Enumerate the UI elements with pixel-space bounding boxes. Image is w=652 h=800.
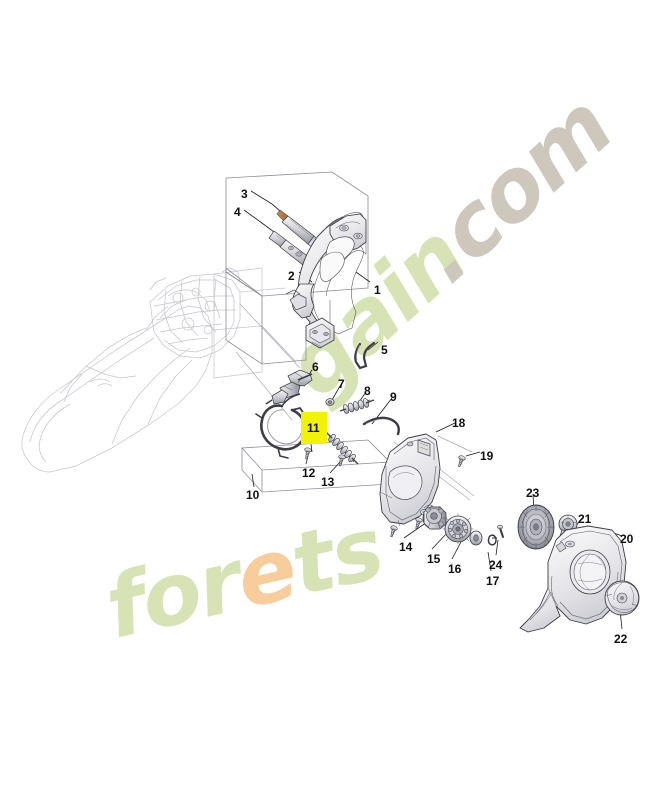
part-7-bushing — [325, 398, 335, 406]
part-23-flywheel — [517, 504, 555, 550]
callout-19[interactable]: 19 — [480, 449, 494, 463]
part-22-fan-cover — [604, 580, 640, 616]
part-19-screw — [455, 454, 467, 468]
callout-3[interactable]: 3 — [241, 187, 248, 201]
callout-15[interactable]: 15 — [427, 552, 441, 566]
part-9-hook-rod — [362, 416, 400, 436]
part-16-washer — [469, 530, 483, 546]
callout-21[interactable]: 21 — [578, 512, 592, 526]
callout-7[interactable]: 7 — [338, 377, 345, 391]
part-1-hand-guard — [285, 212, 367, 349]
callout-22[interactable]: 22 — [614, 632, 628, 646]
leader-lines — [235, 190, 623, 630]
part-15-clutch-drum — [442, 513, 474, 545]
part-17-retaining-clip — [487, 534, 497, 546]
callout-13[interactable]: 13 — [321, 475, 335, 489]
callout-10[interactable]: 10 — [246, 488, 260, 502]
callout-20[interactable]: 20 — [620, 532, 634, 546]
callout-24[interactable]: 24 — [489, 558, 503, 572]
callout-2[interactable]: 2 — [288, 269, 295, 283]
highlight-box-part-11 — [301, 412, 327, 444]
callout-5[interactable]: 5 — [381, 343, 388, 357]
callout-4[interactable]: 4 — [234, 205, 241, 219]
callout-9[interactable]: 9 — [390, 390, 397, 404]
callout-18[interactable]: 18 — [452, 416, 466, 430]
part-6-brake-lever — [265, 369, 313, 405]
part-12-screw — [302, 446, 313, 460]
callout-11[interactable]: 11 — [307, 421, 320, 435]
callout-6[interactable]: 6 — [312, 360, 319, 374]
callout-16[interactable]: 16 — [448, 562, 462, 576]
callout-8[interactable]: 8 — [364, 384, 371, 398]
part-10-tension-spring — [325, 431, 359, 465]
callout-1[interactable]: 1 — [374, 283, 381, 297]
part-24-pin — [497, 524, 504, 538]
part-11-brake-band — [255, 393, 307, 459]
callout-23[interactable]: 23 — [526, 486, 540, 500]
part-14-clutch-assembly — [422, 504, 447, 530]
part-8-compression-spring — [339, 398, 375, 414]
callout-12[interactable]: 12 — [302, 466, 316, 480]
part-5-link-pin — [354, 341, 376, 370]
callout-14[interactable]: 14 — [399, 540, 413, 554]
chainsaw-body-ghost — [21, 267, 287, 473]
callout-17[interactable]: 17 — [486, 574, 500, 588]
